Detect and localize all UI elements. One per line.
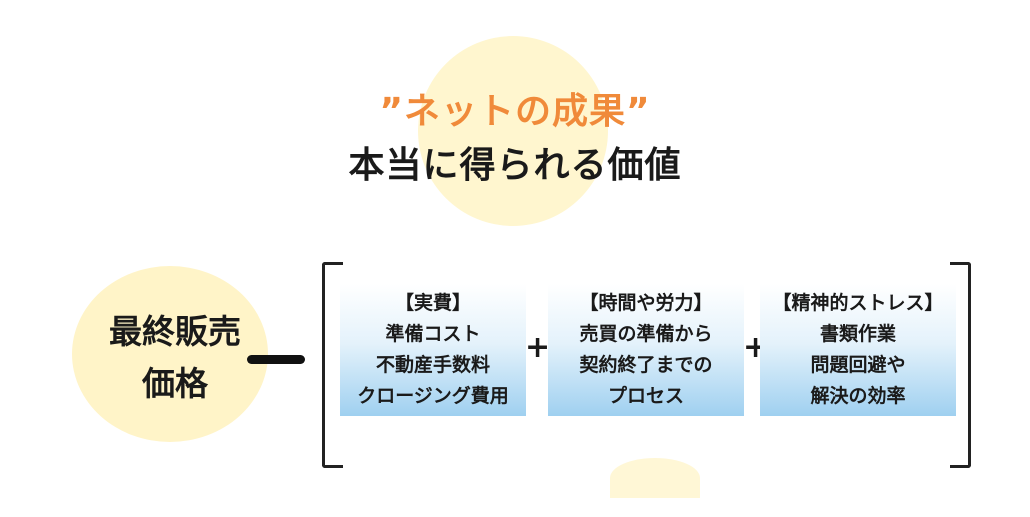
- plus-operator-1: +: [525, 330, 551, 365]
- right-bracket: [950, 262, 971, 468]
- box-line: プロセス: [607, 385, 684, 407]
- left-bracket: [322, 262, 343, 468]
- highlight-circle-left: [72, 266, 268, 442]
- box-line: 準備コスト: [385, 323, 481, 345]
- box-title: 【精神的ストレス】: [772, 292, 944, 314]
- box-line: 売買の準備から: [579, 323, 713, 345]
- final-price-line-1: 最終販売: [109, 312, 241, 351]
- final-price-label: 最終販売 価格: [90, 306, 260, 410]
- final-price-line-2: 価格: [142, 364, 208, 403]
- minus-operator: [247, 355, 305, 364]
- box-line: クロージング費用: [357, 385, 509, 407]
- highlight-circle-bottom: [610, 458, 700, 498]
- box-title: 【実費】: [394, 292, 471, 314]
- heading-main: 本当に得られる価値: [348, 145, 682, 186]
- highlight-circle-top: [418, 36, 608, 226]
- box-line: 契約終了までの: [579, 354, 713, 376]
- box-line: 解決の効率: [810, 385, 906, 407]
- cost-box-mental-stress: 【精神的ストレス】 書類作業 問題回避や 解決の効率: [760, 284, 956, 416]
- heading-accent: ”ネットの成果”: [379, 91, 651, 132]
- box-line: 書類作業: [819, 323, 896, 345]
- box-line: 問題回避や: [810, 354, 906, 376]
- cost-box-time-effort: 【時間や労力】 売買の準備から 契約終了までの プロセス: [548, 284, 744, 416]
- box-line: 不動産手数料: [375, 354, 490, 376]
- cost-box-actual-expenses: 【実費】 準備コスト 不動産手数料 クロージング費用: [340, 284, 526, 416]
- box-title: 【時間や労力】: [579, 292, 713, 314]
